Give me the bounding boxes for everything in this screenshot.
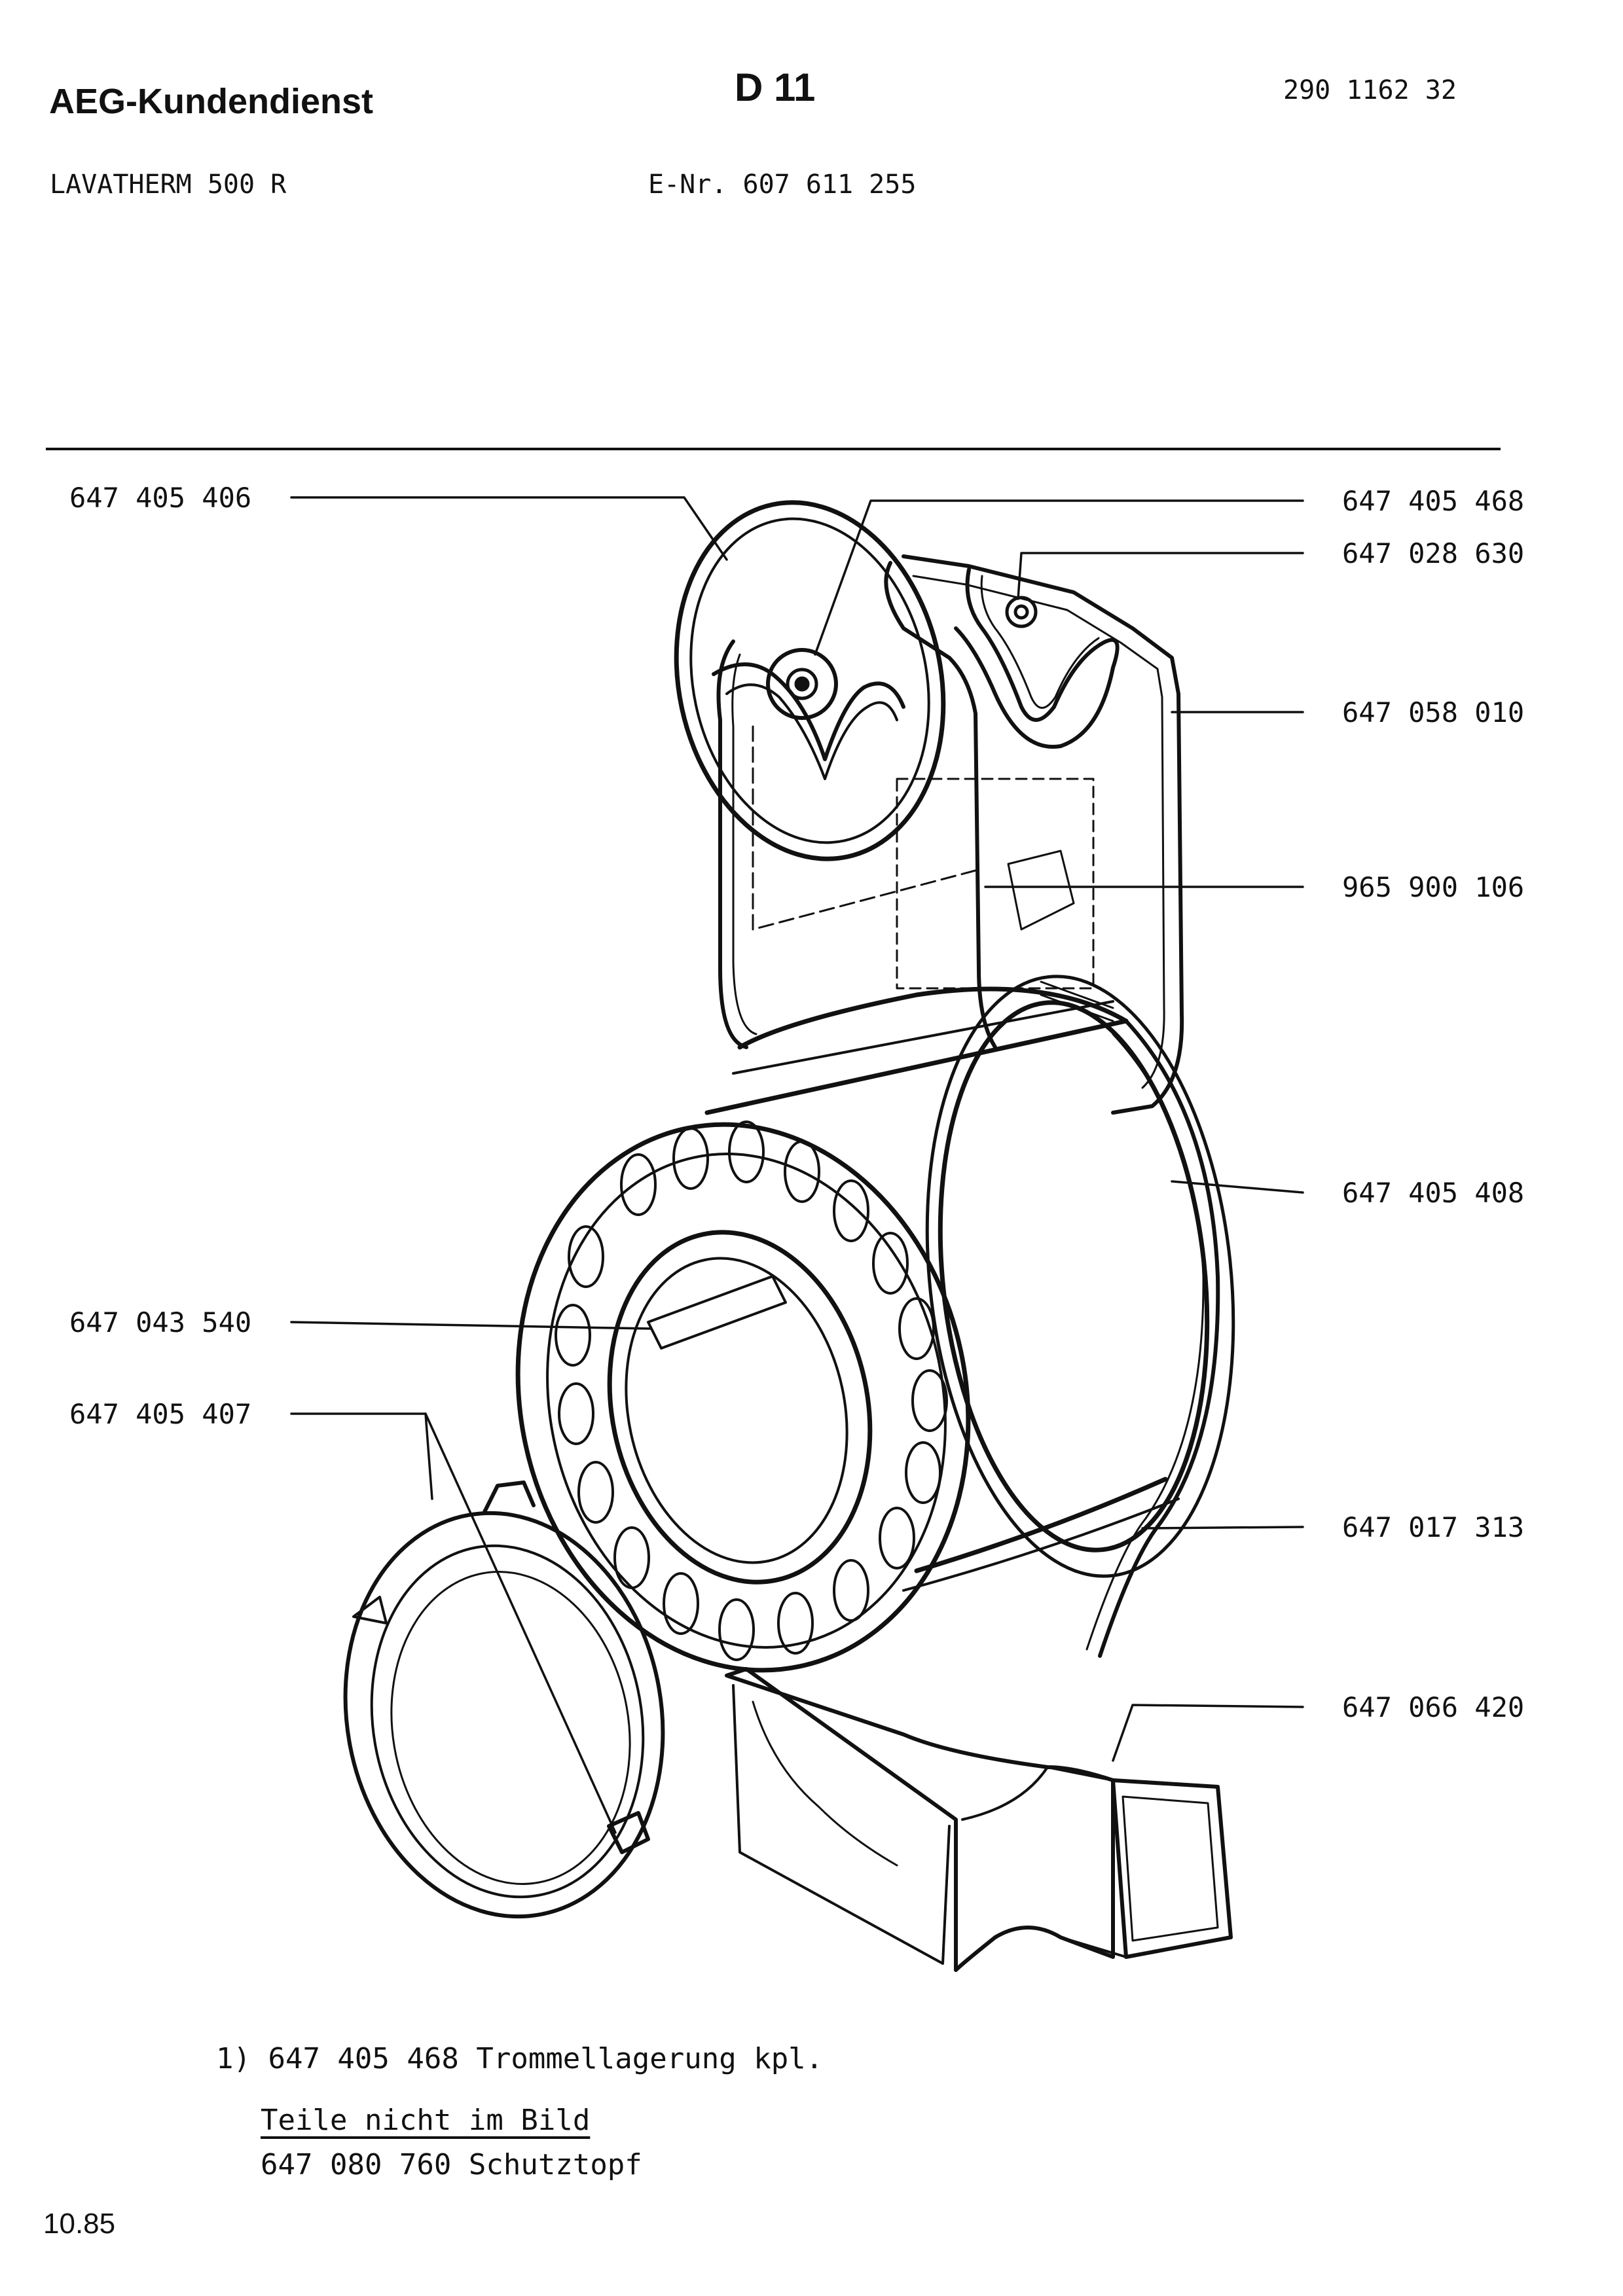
part-label: 965 900 106: [1342, 871, 1525, 903]
part-label: 647 405 407: [69, 1398, 252, 1430]
leader-lines: [290, 496, 1304, 1834]
air-duct: [725, 1667, 1233, 1972]
header-divider: [46, 448, 1501, 450]
bearing-washer: [1005, 596, 1038, 628]
footnote: 1) 647 405 468 Trommellagerung kpl.: [216, 2042, 824, 2075]
drum-bearing-ring: [674, 500, 977, 931]
model-name: LAVATHERM 500 R: [50, 170, 287, 200]
part-label: 647 066 420: [1342, 1691, 1525, 1723]
part-label: 647 405 468: [1342, 485, 1525, 517]
part-label: 647 043 540: [69, 1306, 252, 1338]
part-label: 647 058 010: [1342, 696, 1525, 728]
document-code: D 11: [735, 65, 816, 109]
part-label: 647 405 408: [1342, 1177, 1525, 1209]
not-shown-part: 647 080 760 Schutztopf: [261, 2148, 642, 2181]
drive-belt: [954, 567, 1120, 749]
seal-strip: [1085, 1019, 1220, 1658]
e-number: E-Nr. 607 611 255: [648, 170, 917, 200]
brand-title: AEG-Kundendienst: [49, 82, 373, 121]
front-bearing-ring: [343, 1480, 665, 1919]
document-number: 290 1162 32: [1283, 75, 1457, 105]
part-label: 647 028 630: [1342, 537, 1525, 569]
drum: [515, 975, 1235, 1673]
part-label: 647 017 313: [1342, 1511, 1525, 1543]
part-label: 647 405 406: [69, 482, 252, 514]
not-shown-heading: Teile nicht im Bild: [261, 2104, 591, 2137]
print-date: 10.85: [43, 2208, 116, 2240]
